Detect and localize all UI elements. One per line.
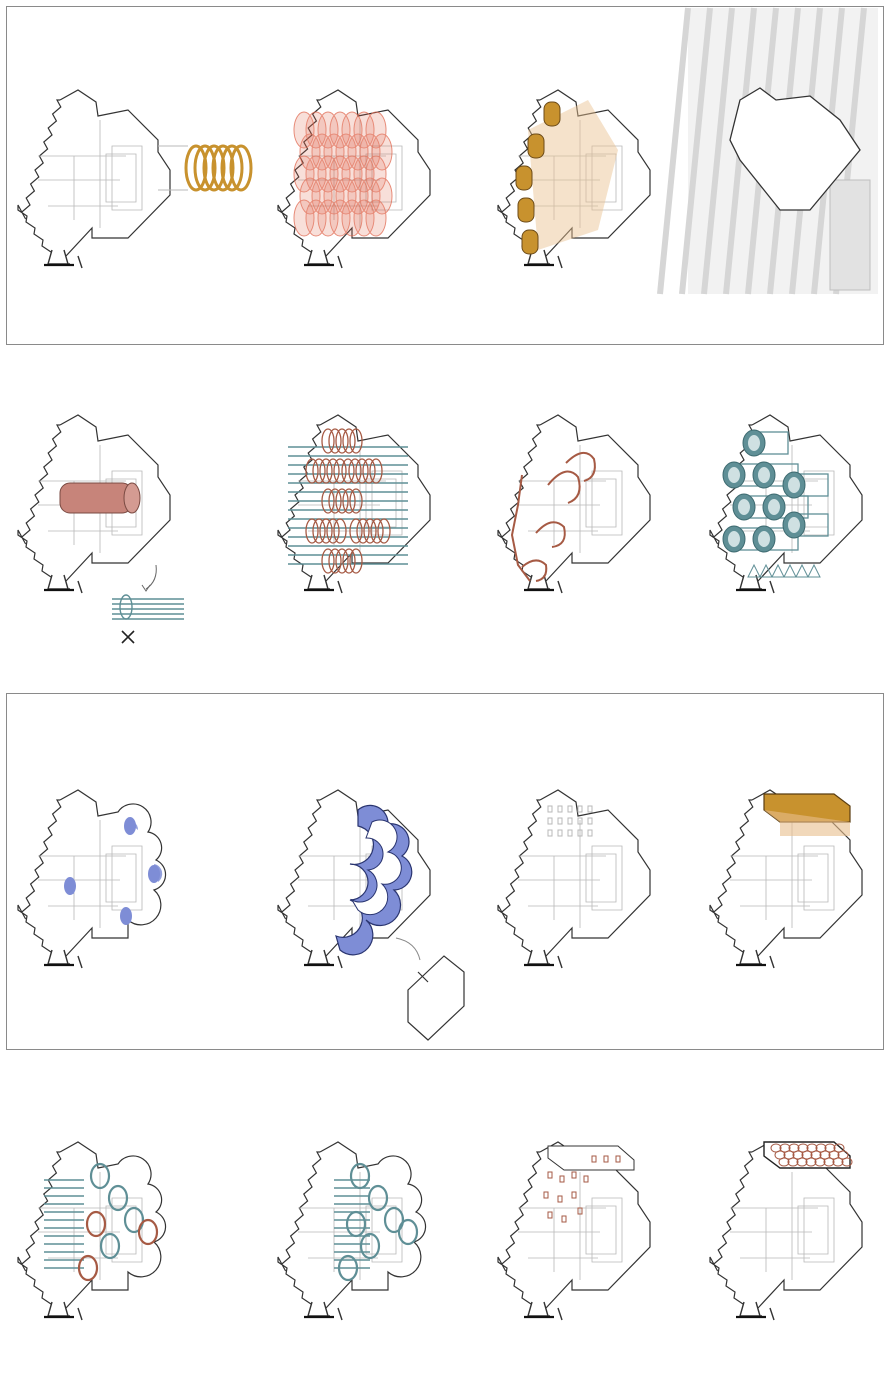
guide-lines [158, 145, 188, 191]
explode-line [395, 937, 421, 961]
panel-drawing [17, 789, 167, 969]
exploded-block [407, 955, 465, 1041]
brown-window-marks [543, 1155, 621, 1223]
site-context-bg [657, 7, 878, 295]
panel-site-context [657, 7, 887, 348]
panel-drawing [709, 414, 863, 594]
rod-ring [119, 594, 133, 620]
pink-cylinder [59, 482, 141, 514]
gold-coil [184, 144, 253, 192]
lattice-cap [763, 1141, 853, 1169]
panel-drawing [497, 89, 651, 269]
teal-truss [747, 563, 821, 578]
building-outline [17, 789, 167, 969]
arrow [145, 564, 157, 590]
building-ghost-lines [730, 820, 835, 928]
row-frame-1 [6, 6, 884, 345]
teal-rods [288, 446, 408, 565]
grey-window-marks [547, 805, 593, 837]
panel-blue-flower-exploded [268, 708, 488, 1048]
panel-lattice-cap [700, 1060, 887, 1400]
building-ghost-lines [38, 120, 143, 228]
panel-brown-windows [488, 1060, 708, 1400]
brown-facade-edge [510, 474, 531, 582]
building-outline [729, 87, 861, 211]
panel-drawing [709, 789, 863, 969]
teal-tubes [722, 429, 829, 553]
panel-drawing [497, 1141, 651, 1321]
panel-cylinder-swap [8, 333, 228, 673]
building-outline [497, 89, 651, 269]
brown-coils [305, 428, 391, 574]
panel-drawing [657, 7, 878, 295]
top-block [547, 1145, 635, 1171]
tan-overlay [528, 100, 618, 250]
building-outline [497, 414, 651, 594]
panel-blue-lobes [8, 708, 228, 1048]
row-frame-3 [6, 693, 884, 1050]
panel-brown-coils-teal-rods [268, 333, 488, 673]
cross-mark [121, 630, 135, 644]
panel-drawing [277, 789, 465, 1041]
blue-lobes [64, 817, 163, 925]
building-ghost-lines [518, 820, 623, 928]
panel-drawing [709, 1141, 863, 1321]
ring-stack [77, 1162, 159, 1282]
panel-teal-rings [268, 1060, 488, 1400]
arrow-head [141, 584, 151, 592]
teal-rod-bundle [112, 598, 184, 620]
building-ghost-lines [518, 445, 623, 553]
brown-hooks [521, 452, 596, 582]
panel-drawing [277, 414, 431, 594]
gold-cap [763, 793, 851, 836]
building-outline [497, 789, 651, 969]
blue-flower [335, 804, 413, 956]
panel-drawing [17, 89, 253, 269]
teal-ring-stack [337, 1162, 419, 1282]
panel-drawing [277, 89, 431, 269]
building-outline [709, 789, 863, 969]
building-ghost-lines [730, 1172, 835, 1280]
panel-drawing [497, 414, 651, 594]
red-ring-cluster [293, 111, 393, 237]
panel-drawing [17, 1141, 167, 1321]
panel-gold-cap [700, 708, 887, 1048]
panel-cushions [488, 8, 708, 348]
panel-hooks [488, 333, 708, 673]
panel-teal-brown-rings [8, 1060, 228, 1400]
panel-drawing [17, 414, 184, 644]
building-outline [17, 89, 171, 269]
panel-drawing [277, 1141, 427, 1321]
panel-grey-windows [488, 708, 708, 1048]
teal-rods [44, 1179, 84, 1269]
building-ghost-lines [518, 1172, 623, 1280]
panel-teal-tubes-truss [700, 333, 887, 673]
building-outline [277, 789, 431, 969]
panel-coil-external [8, 8, 253, 348]
panel-drawing [497, 789, 651, 969]
panel-red-rings [268, 8, 488, 348]
gold-cushions [515, 101, 561, 255]
